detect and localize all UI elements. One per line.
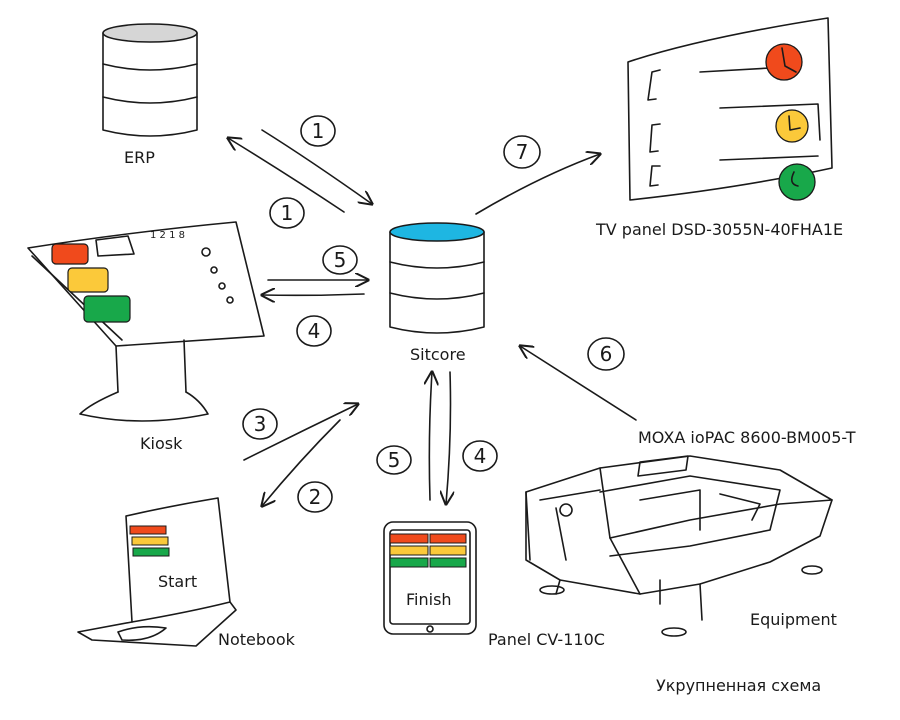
arrow-sitcore-to-erp [228, 138, 345, 213]
moxa-label: MOXA ioPAC 8600-BM005-T [638, 428, 856, 447]
sitcore-database-icon [389, 222, 485, 334]
connection-arrows [228, 129, 637, 506]
svg-text:1: 1 [281, 201, 294, 225]
arrow-moxa-to-sitcore [520, 346, 637, 421]
arrow-sitcore-to-panel [446, 371, 451, 504]
step-numbers: 1 1 5 4 3 2 5 4 6 7 [242, 115, 625, 513]
notebook-start-label: Start [158, 572, 198, 591]
step-sitcore-to-kiosk: 4 [296, 315, 332, 347]
step-notebook-to-sitcore: 3 [242, 408, 278, 440]
panel-label: Panel CV-110C [488, 630, 605, 649]
svg-text:6: 6 [600, 342, 613, 366]
step-moxa-to-sitcore: 6 [587, 337, 625, 371]
kiosk-label: Kiosk [140, 434, 183, 453]
arrow-sitcore-to-notebook [262, 419, 341, 506]
erp-label: ERP [124, 148, 155, 167]
svg-text:5: 5 [388, 448, 401, 472]
step-sitcore-to-panel: 4 [462, 440, 498, 472]
svg-text:4: 4 [308, 319, 321, 343]
svg-text:7: 7 [516, 140, 529, 164]
step-sitcore-to-erp: 1 [269, 197, 305, 229]
tv-panel-icon [627, 17, 833, 201]
notebook-icon [77, 497, 237, 647]
arrow-sitcore-to-kiosk [262, 294, 365, 295]
panel-finish-label: Finish [406, 590, 452, 609]
equipment-machine-icon [525, 455, 833, 637]
step-sitcore-to-tv: 7 [503, 135, 541, 169]
arrow-sitcore-to-tv [475, 154, 600, 215]
step-sitcore-to-notebook: 2 [297, 481, 333, 513]
svg-text:2: 2 [309, 485, 322, 509]
arrow-erp-to-sitcore [261, 129, 372, 204]
tv-panel-label: TV panel DSD-3055N-40FHA1E [596, 220, 844, 239]
svg-text:3: 3 [254, 412, 267, 436]
svg-text:4: 4 [474, 444, 487, 468]
step-kiosk-to-sitcore: 5 [322, 245, 358, 275]
notebook-label: Notebook [218, 630, 295, 649]
sitcore-label: Sitcore [410, 345, 466, 364]
kiosk-screen-text: 1 2 1 8 [150, 230, 185, 241]
equipment-label: Equipment [750, 610, 837, 629]
kiosk-icon [27, 221, 265, 422]
panel-tablet-icon [383, 521, 477, 635]
step-panel-to-sitcore: 5 [376, 445, 412, 475]
svg-text:1: 1 [312, 119, 325, 143]
arrow-notebook-to-sitcore [243, 404, 358, 461]
svg-text:5: 5 [334, 248, 347, 272]
step-erp-to-sitcore: 1 [300, 115, 336, 147]
arrow-panel-to-sitcore [429, 372, 432, 501]
erp-database-icon [102, 23, 198, 137]
diagram-caption: Укрупненная схема [656, 676, 822, 695]
